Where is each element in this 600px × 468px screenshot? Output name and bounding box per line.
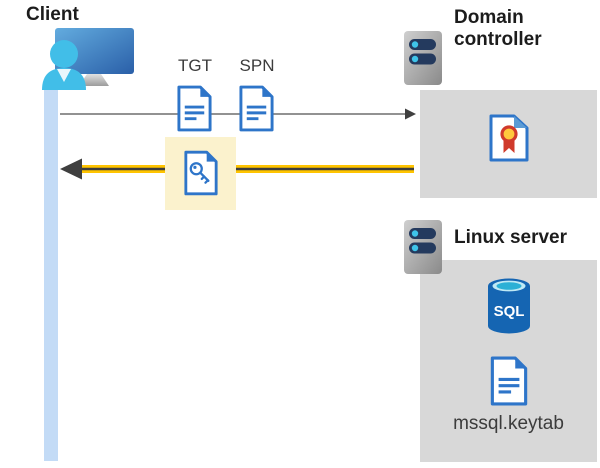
timeline-bar bbox=[44, 87, 58, 461]
domain-controller-label: Domain controller bbox=[454, 7, 542, 50]
keytab-document-icon bbox=[489, 355, 529, 407]
client-computer-icon bbox=[18, 28, 136, 90]
certificate-icon bbox=[488, 113, 530, 163]
response-arrow bbox=[60, 158, 414, 180]
spn-label: SPN bbox=[239, 56, 275, 75]
tgt-label: TGT bbox=[178, 56, 212, 75]
client-label: Client bbox=[26, 4, 79, 25]
key-document-icon bbox=[183, 149, 219, 197]
linux-server-label: Linux server bbox=[454, 227, 567, 248]
linux-server-icon bbox=[403, 219, 443, 275]
sql-database-icon: SQL bbox=[488, 278, 530, 334]
sql-label: SQL bbox=[494, 303, 525, 320]
keytab-label: mssql.keytab bbox=[453, 413, 564, 434]
domain-controller-server-icon bbox=[403, 30, 443, 86]
request-arrow bbox=[60, 108, 416, 120]
spn-document-icon bbox=[238, 84, 275, 133]
tgt-document-icon bbox=[176, 84, 213, 133]
